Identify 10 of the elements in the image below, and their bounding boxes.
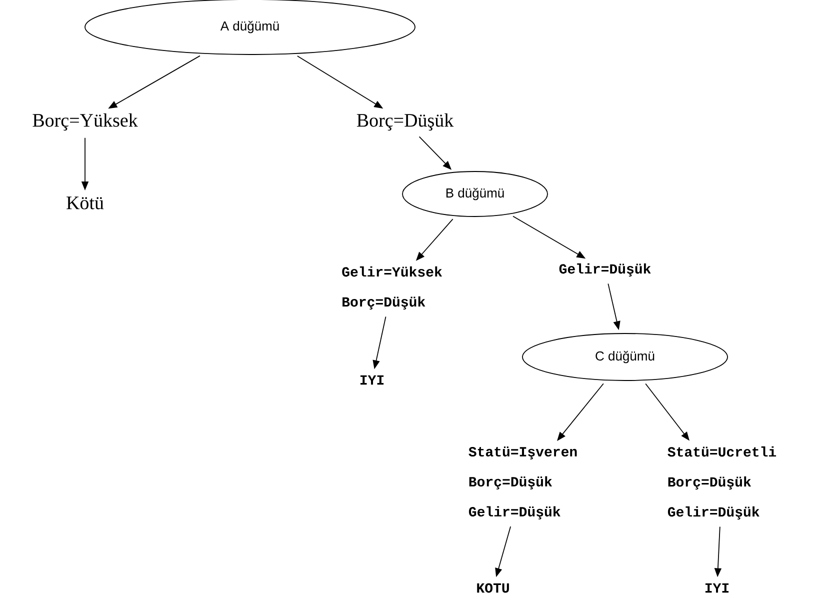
branch-label: Borç=Yüksek — [32, 113, 138, 131]
condition-list: Statü=Ucretli Borç=Düşük Gelir=Düşük — [668, 446, 776, 520]
branch-label: Kötü — [66, 196, 104, 210]
condition-label: IYI — [705, 583, 729, 593]
condition-label: KOTU — [477, 583, 509, 593]
condition-list: Statü=Işveren Borç=Düşük Gelir=Düşük — [468, 446, 577, 520]
condition-label: Gelir=Düşük — [559, 263, 651, 277]
branch-label: Borç=Düşük — [356, 113, 454, 131]
condition-label: IYI — [360, 375, 384, 385]
condition-list: Gelir=Yüksek Borç=Düşük — [342, 266, 442, 310]
